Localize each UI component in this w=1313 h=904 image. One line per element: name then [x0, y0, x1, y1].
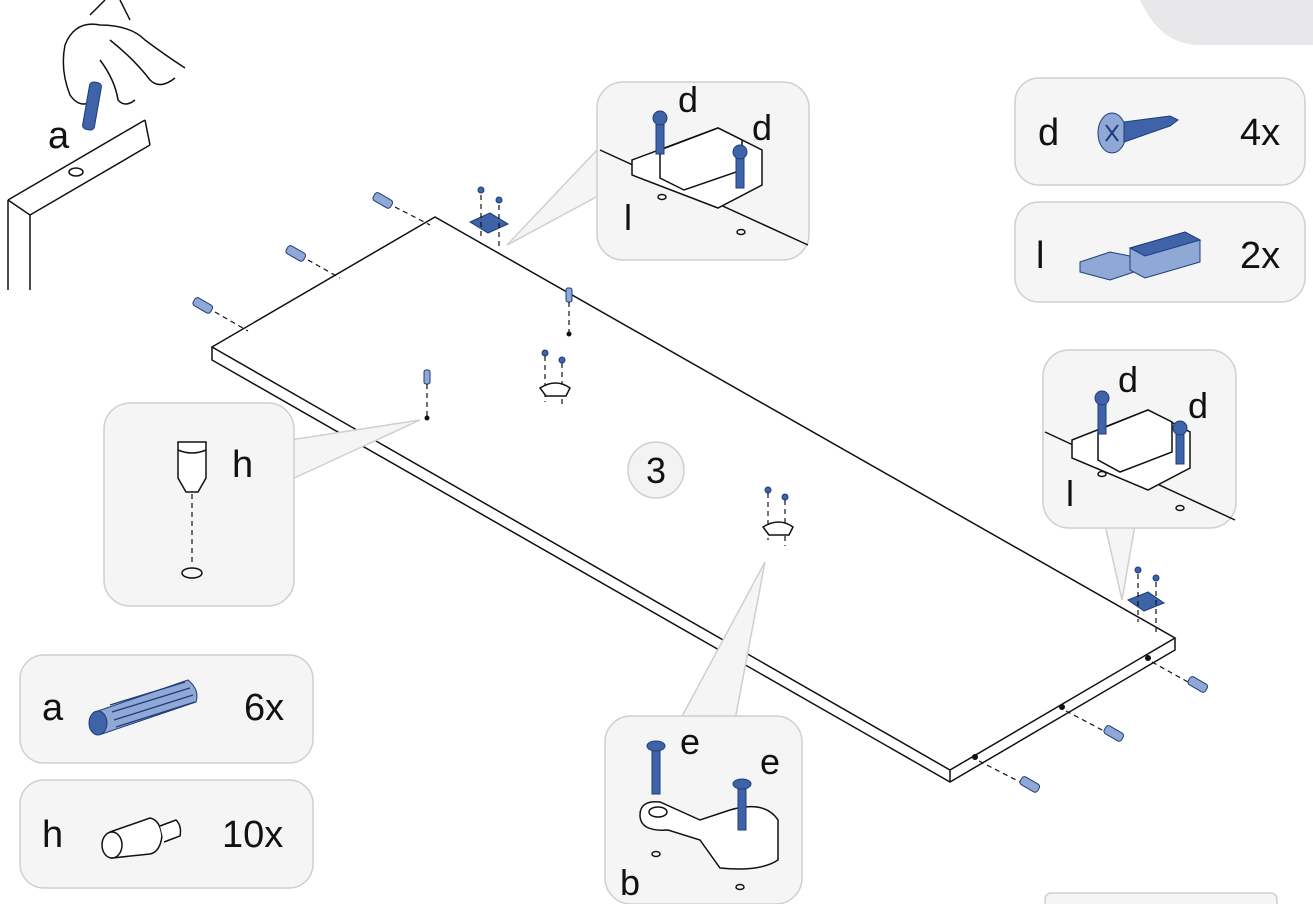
- shelf-pin-icon: [101, 817, 182, 859]
- clip-placement-1: [538, 349, 571, 408]
- dowel-icon: [88, 679, 198, 736]
- legend-dowel-a: a 6x: [19, 654, 314, 764]
- shelf-pin-placement: [423, 287, 573, 421]
- legend-a-quantity: 6x: [244, 687, 284, 729]
- callout-right-catch: d d l: [1042, 349, 1237, 601]
- screw-icon: [1097, 112, 1179, 154]
- callout-top-catch-label: l: [624, 197, 632, 238]
- callout-top-catch: d d l: [506, 79, 810, 261]
- legend-screw-d: d 4x: [1014, 77, 1306, 186]
- legend-h-letter: h: [42, 814, 63, 856]
- callout-clip-label: b: [620, 862, 640, 903]
- callout-clip: e e b: [604, 561, 803, 904]
- clip-placement-2: [761, 486, 794, 546]
- corner-tab: [1140, 0, 1313, 45]
- step-number: 3: [646, 450, 666, 491]
- edge-dowels-left: [192, 192, 431, 332]
- magnetic-catch-icon: [1079, 231, 1202, 281]
- legend-d-quantity: 4x: [1240, 112, 1280, 154]
- edge-dowels-right: [972, 655, 1209, 793]
- legend-l-quantity: 2x: [1240, 235, 1280, 277]
- callout-shelf-pin: h: [103, 402, 421, 607]
- legend-d-letter: d: [1038, 112, 1059, 154]
- callout-clip-screw-left: e: [680, 721, 700, 762]
- dowel-label: a: [48, 115, 70, 157]
- callout-top-screw-left: d: [678, 79, 698, 120]
- callout-pin-label: h: [232, 444, 253, 486]
- legend-l-letter: l: [1036, 235, 1044, 277]
- catch-right-placement: [1126, 566, 1166, 632]
- shelf-panel: 3: [192, 186, 1209, 793]
- legend-catch-l: l 2x: [1014, 201, 1306, 303]
- legend-a-letter: a: [42, 687, 64, 729]
- step-badge: [627, 441, 685, 499]
- callout-right-screw-right: d: [1188, 385, 1208, 426]
- dowel-insert-inset: a: [7, 0, 186, 290]
- catch-top-placement: [468, 186, 510, 250]
- legend-pin-h: h 10x: [19, 779, 314, 889]
- legend-h-quantity: 10x: [222, 814, 283, 856]
- dowel-icon: [82, 81, 102, 131]
- callout-clip-screw-right: e: [760, 741, 780, 782]
- callout-right-catch-label: l: [1066, 473, 1074, 514]
- next-step-tab: [1044, 892, 1278, 904]
- callout-top-screw-right: d: [752, 107, 772, 148]
- callout-right-screw-left: d: [1118, 359, 1138, 400]
